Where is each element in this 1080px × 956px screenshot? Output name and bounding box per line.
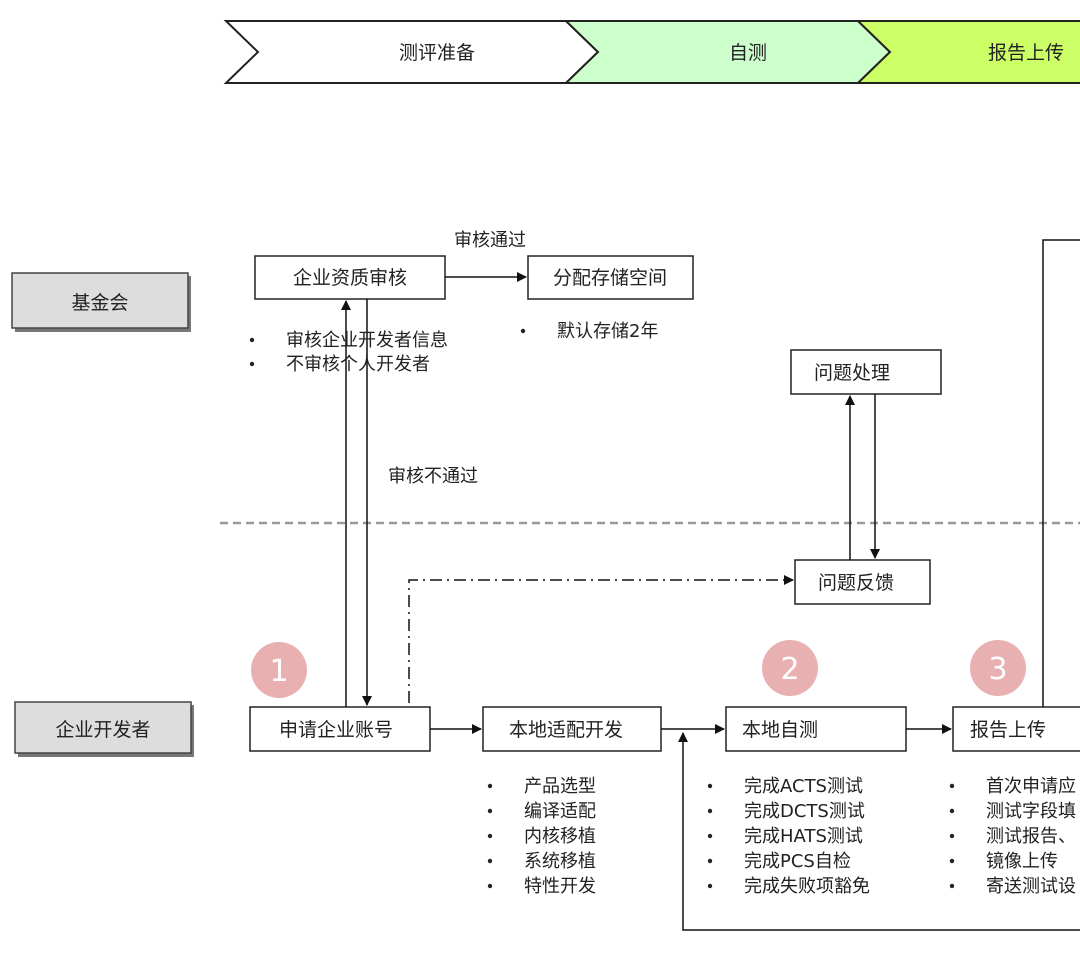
bullet-dot <box>487 833 493 839</box>
box-label: 报告上传 <box>970 719 1046 741</box>
note-selftest: 完成ACTS测试 <box>744 776 863 797</box>
note-selftest: 完成失败项豁免 <box>744 876 870 897</box>
box-label: 分配存储空间 <box>553 267 667 289</box>
note-adapt: 特性开发 <box>524 876 596 897</box>
box-label: 申请企业账号 <box>279 719 393 741</box>
svg-text:2: 2 <box>780 652 799 687</box>
phase-label: 测评准备 <box>399 42 475 64</box>
step-badge: 2 <box>762 640 818 696</box>
bullet-dot <box>249 361 255 367</box>
bullet-dot <box>487 808 493 814</box>
phase-chevron-3 <box>855 20 1080 84</box>
box-issue-handle <box>790 349 942 395</box>
bullet-dot <box>707 833 713 839</box>
note-selftest: 完成PCS自检 <box>744 851 851 872</box>
bullet-dot <box>487 783 493 789</box>
bullet-dot <box>707 883 713 889</box>
box-label: 本地适配开发 <box>509 719 623 741</box>
bullet-dot <box>949 808 955 814</box>
arrow-dashdot-feedback <box>408 575 794 703</box>
phase-label: 自测 <box>729 42 767 64</box>
box-upload <box>952 706 1080 752</box>
bullet-dot <box>707 858 713 864</box>
lane-label-foundation: 基金会 <box>11 272 191 332</box>
bullet-dot <box>249 337 255 343</box>
note-upload: 测试字段填 <box>986 801 1076 822</box>
bullet-dot <box>487 883 493 889</box>
bullet-dot <box>487 858 493 864</box>
box-label: 本地自测 <box>742 719 818 741</box>
bullet-dot <box>949 783 955 789</box>
box-apply <box>249 706 431 752</box>
note-adapt: 系统移植 <box>524 851 596 872</box>
box-adapt <box>482 706 662 752</box>
note-selftest: 完成HATS测试 <box>744 826 863 847</box>
box-storage <box>527 255 694 300</box>
note-review: 不审核个人开发者 <box>286 354 430 375</box>
bullet-dot <box>949 858 955 864</box>
svg-text:企业开发者: 企业开发者 <box>55 719 150 741</box>
bullet-dot <box>707 808 713 814</box>
bullet-dot <box>520 328 526 334</box>
svg-text:3: 3 <box>988 652 1007 687</box>
box-review <box>254 255 446 300</box>
svg-text:基金会: 基金会 <box>71 292 128 314</box>
step-badge: 1 <box>251 642 307 698</box>
edge-label-fail: 审核不通过 <box>388 466 478 487</box>
phase-bar: 测评准备 自测 报告上传 <box>223 20 1080 84</box>
box-label: 问题反馈 <box>818 572 894 594</box>
note-adapt: 产品选型 <box>524 776 596 797</box>
lane-label-developer: 企业开发者 <box>14 701 194 757</box>
box-selftest <box>725 706 907 752</box>
box-issue-feedback <box>794 559 931 605</box>
phase-label: 报告上传 <box>988 42 1064 64</box>
note-adapt: 内核移植 <box>524 826 596 847</box>
box-label: 企业资质审核 <box>293 267 407 289</box>
edge-label-pass: 审核通过 <box>454 230 526 251</box>
line-upload-up <box>1042 239 1080 707</box>
note-adapt: 编译适配 <box>524 801 596 822</box>
bullet-dot <box>949 883 955 889</box>
box-label: 问题处理 <box>814 362 890 384</box>
note-selftest: 完成DCTS测试 <box>744 801 865 822</box>
note-storage: 默认存储2年 <box>557 321 658 342</box>
bullet-dot <box>707 783 713 789</box>
note-upload: 寄送测试设 <box>986 876 1076 897</box>
note-upload: 首次申请应 <box>986 776 1076 797</box>
step-badge: 3 <box>970 640 1026 696</box>
note-review: 审核企业开发者信息 <box>286 330 448 351</box>
bullet-dot <box>949 833 955 839</box>
note-upload: 镜像上传 <box>986 851 1058 872</box>
svg-text:1: 1 <box>269 654 288 689</box>
note-upload: 测试报告、 <box>986 826 1076 847</box>
arrow-loop-back <box>678 732 1080 931</box>
